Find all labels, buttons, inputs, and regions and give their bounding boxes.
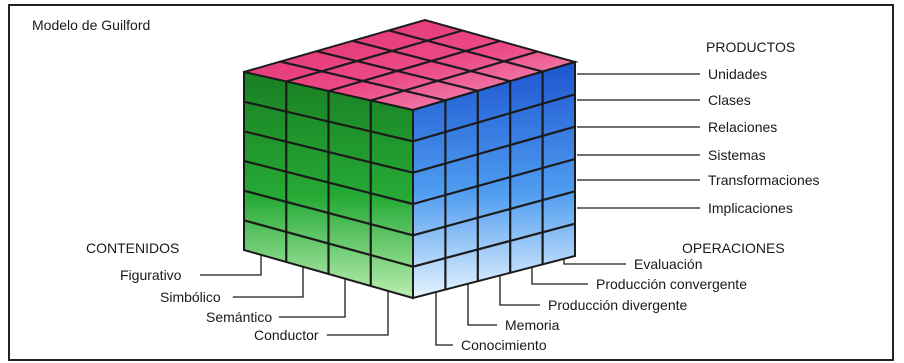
contenido-label: Conductor (254, 327, 319, 343)
producto-label: Relaciones (708, 119, 777, 135)
right-face-row-line (412, 93, 576, 143)
top-face-line (352, 39, 511, 83)
operaciones-leader-line (467, 283, 497, 326)
diagram-title: Modelo de Guilford (32, 17, 150, 33)
operacion-label: Conocimiento (461, 337, 547, 353)
producto-label: Implicaciones (708, 200, 793, 216)
producto-label: Sistemas (708, 147, 766, 163)
operaciones-leader-line (531, 267, 588, 285)
left-face-row-line (243, 219, 414, 268)
left-face-row-line (243, 130, 414, 174)
producto-label: Transformaciones (708, 172, 820, 188)
right-face-row-line (412, 222, 576, 268)
top-face-line (285, 29, 463, 83)
operaciones-leader-line (435, 292, 453, 346)
top-face-line (316, 50, 479, 92)
operacion-label: Evaluación (634, 256, 703, 272)
diagram-frame (8, 4, 894, 361)
contenido-label: Figurativo (120, 267, 182, 283)
cube-grid-lines (243, 29, 576, 290)
productos-heading: PRODUCTOS (706, 39, 795, 55)
contenidos-leader-line (326, 291, 389, 336)
contenido-label: Simbólico (160, 289, 221, 305)
top-face-line (388, 29, 543, 73)
producto-label: Clases (708, 92, 751, 108)
operaciones-heading: OPERACIONES (682, 240, 785, 256)
right-face-row-line (412, 190, 576, 237)
contenidos-leader-line (278, 279, 346, 318)
left-face-row-line (243, 100, 414, 143)
top-face-line (370, 50, 538, 102)
top-face-line (279, 60, 446, 102)
operaciones-leader-line (563, 258, 626, 265)
operaciones-leader-line (499, 275, 540, 306)
contenidos-heading: CONTENIDOS (86, 240, 179, 256)
contenidos-leader-line (232, 267, 304, 298)
left-face-row-line (243, 159, 414, 206)
operacion-label: Producción divergente (548, 297, 688, 313)
operacion-label: Producción convergente (596, 276, 747, 292)
productos-list: UnidadesClasesRelacionesSistemasTransfor… (577, 66, 820, 216)
operacion-label: Memoria (505, 317, 560, 333)
contenido-label: Semántico (206, 309, 272, 325)
right-face-row-line (412, 125, 576, 174)
top-face-line (328, 39, 501, 93)
producto-label: Unidades (708, 66, 767, 82)
contenidos-leader-line (200, 255, 262, 276)
right-face-row-line (412, 157, 576, 206)
left-face-row-line (243, 189, 414, 237)
